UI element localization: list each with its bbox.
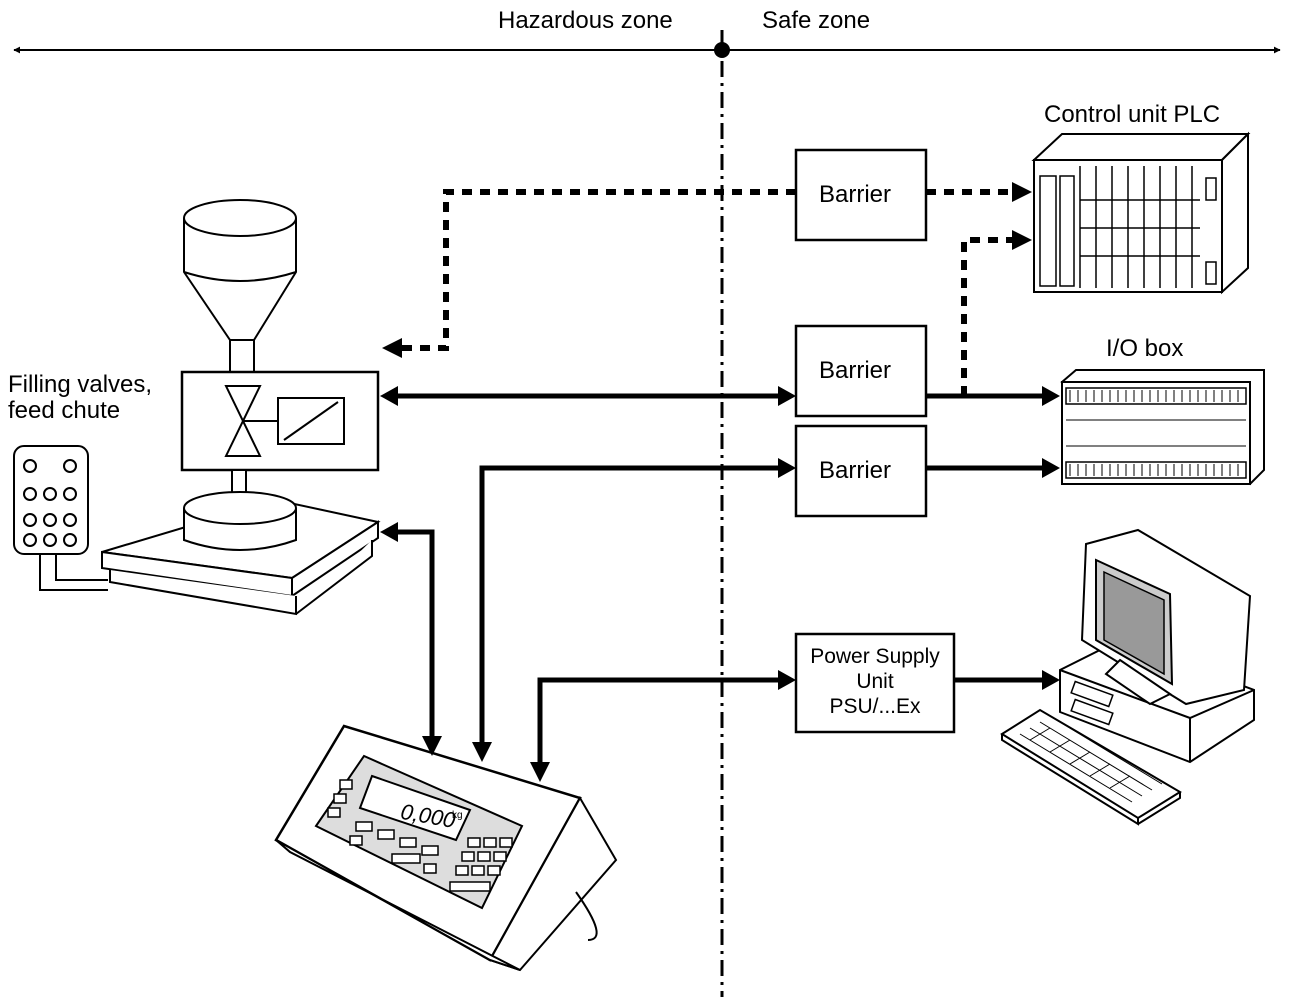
plc-label: Control unit PLC [1044,101,1220,128]
hazardous-zone-label: Hazardous zone [498,7,673,34]
psu-label-line1: Power Supply [810,645,940,668]
barrier-3: Barrier [794,424,928,518]
barrier-3-label: Barrier [819,457,891,484]
hopper-illustration [183,199,297,373]
computer-illustration [1000,528,1255,826]
psu-label-line2: Unit [856,670,894,693]
io-box-illustration [1060,369,1265,486]
filling-valve-box [180,370,380,507]
hand-terminal [13,445,108,591]
platform-scale [101,491,381,616]
psu-label-line3: PSU/...Ex [829,695,921,718]
zone-divider-dot [714,42,730,58]
io-box-label: I/O box [1106,335,1183,362]
barrier-2-label: Barrier [819,357,891,384]
dashed-signal-lines [382,182,1032,396]
filling-valves-label: Filling valves, [8,371,152,398]
solid-signal-lines [380,386,1060,782]
barrier-1: Barrier [794,148,928,242]
weighing-indicator: 0,000 kg [274,724,618,972]
plc-illustration [1031,131,1251,295]
barrier-2: Barrier [794,324,928,418]
safe-zone-label: Safe zone [762,7,870,34]
barrier-1-label: Barrier [819,181,891,208]
indicator-unit: kg [452,810,463,821]
power-supply-unit: Power Supply Unit PSU/...Ex [794,632,956,734]
feed-chute-label: feed chute [8,397,120,424]
